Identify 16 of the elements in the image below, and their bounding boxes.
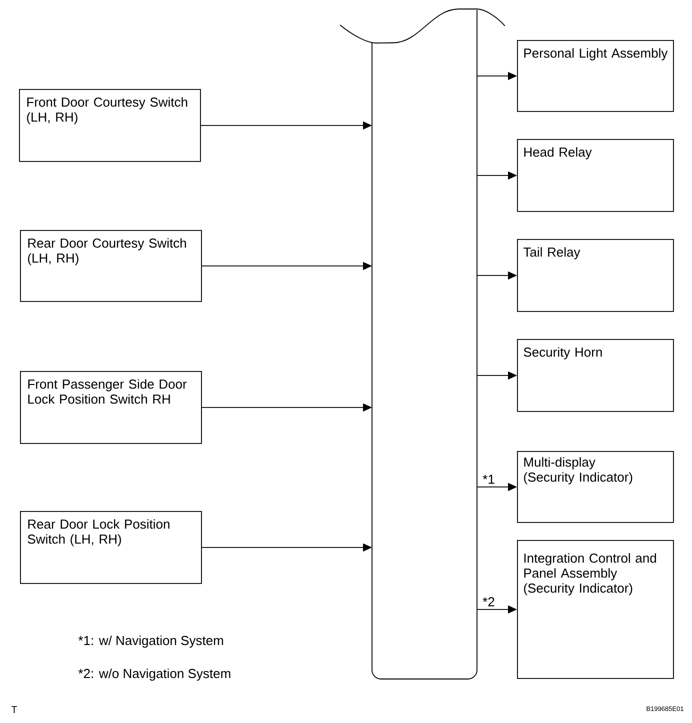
box: Tail Relay (517, 239, 674, 312)
box: Personal Light Assembly (517, 40, 674, 112)
unit-block (340, 8, 506, 680)
box: Rear Door Courtesy Switch (LH, RH) (20, 230, 202, 302)
box: Rear Door Lock Position Switch (LH, RH) (20, 511, 202, 584)
box: Security Horn (517, 339, 674, 412)
box: Head Relay (517, 139, 674, 212)
edge-label: *2 (482, 596, 496, 608)
box: Integration Control and Panel Assembly (Security Indicator) (517, 540, 674, 679)
box: Front Door Courtesy Switch (LH, RH) (19, 89, 201, 162)
page-mark: T (11, 706, 18, 713)
box: Multi-display (Security Indicator) (517, 451, 674, 523)
footnote: *1: w/ Navigation System (78, 636, 224, 648)
box: Front Passenger Side Door Lock Position Switch RH (20, 371, 202, 444)
edge-label: *1 (482, 474, 496, 485)
footnote: *2: w/o Navigation System (78, 668, 230, 681)
